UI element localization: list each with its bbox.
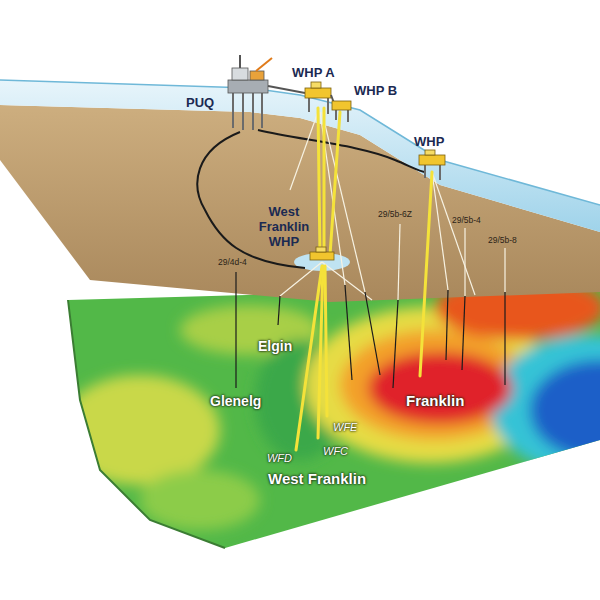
- well-target-label: WFE: [333, 421, 357, 434]
- pipeline: [258, 130, 426, 172]
- platform-label: WHP B: [354, 84, 397, 99]
- well-target-label: WFD: [267, 452, 292, 465]
- whp-b-platform: [332, 101, 351, 122]
- platform-label: PUQ: [186, 96, 214, 111]
- field-label: Franklin: [406, 392, 464, 409]
- well-label: 29/5b-8: [488, 236, 517, 246]
- well-paths: [236, 272, 505, 388]
- well-target-label: WFC: [323, 445, 348, 458]
- well-label: 29/4d-4: [218, 258, 247, 268]
- well-label: 29/5b-6Z: [378, 210, 412, 220]
- platform-label: WHP A: [292, 66, 335, 81]
- map-edge: [68, 300, 225, 548]
- platform-label: West Franklin WHP: [253, 205, 315, 250]
- whp-a-platform: [305, 82, 334, 114]
- sea-water: [0, 80, 600, 232]
- field-label: West Franklin: [268, 470, 366, 487]
- platform-label: WHP: [414, 135, 444, 150]
- sea-surface: [0, 80, 600, 205]
- well-paths: [280, 112, 505, 300]
- well-label: 29/5b-4: [452, 216, 481, 226]
- depth-map: [0, 260, 600, 580]
- west-franklin-platform: [310, 247, 334, 260]
- field-label: Elgin: [258, 338, 292, 354]
- whp-platform: [419, 150, 445, 180]
- field-label: Glenelg: [210, 393, 261, 409]
